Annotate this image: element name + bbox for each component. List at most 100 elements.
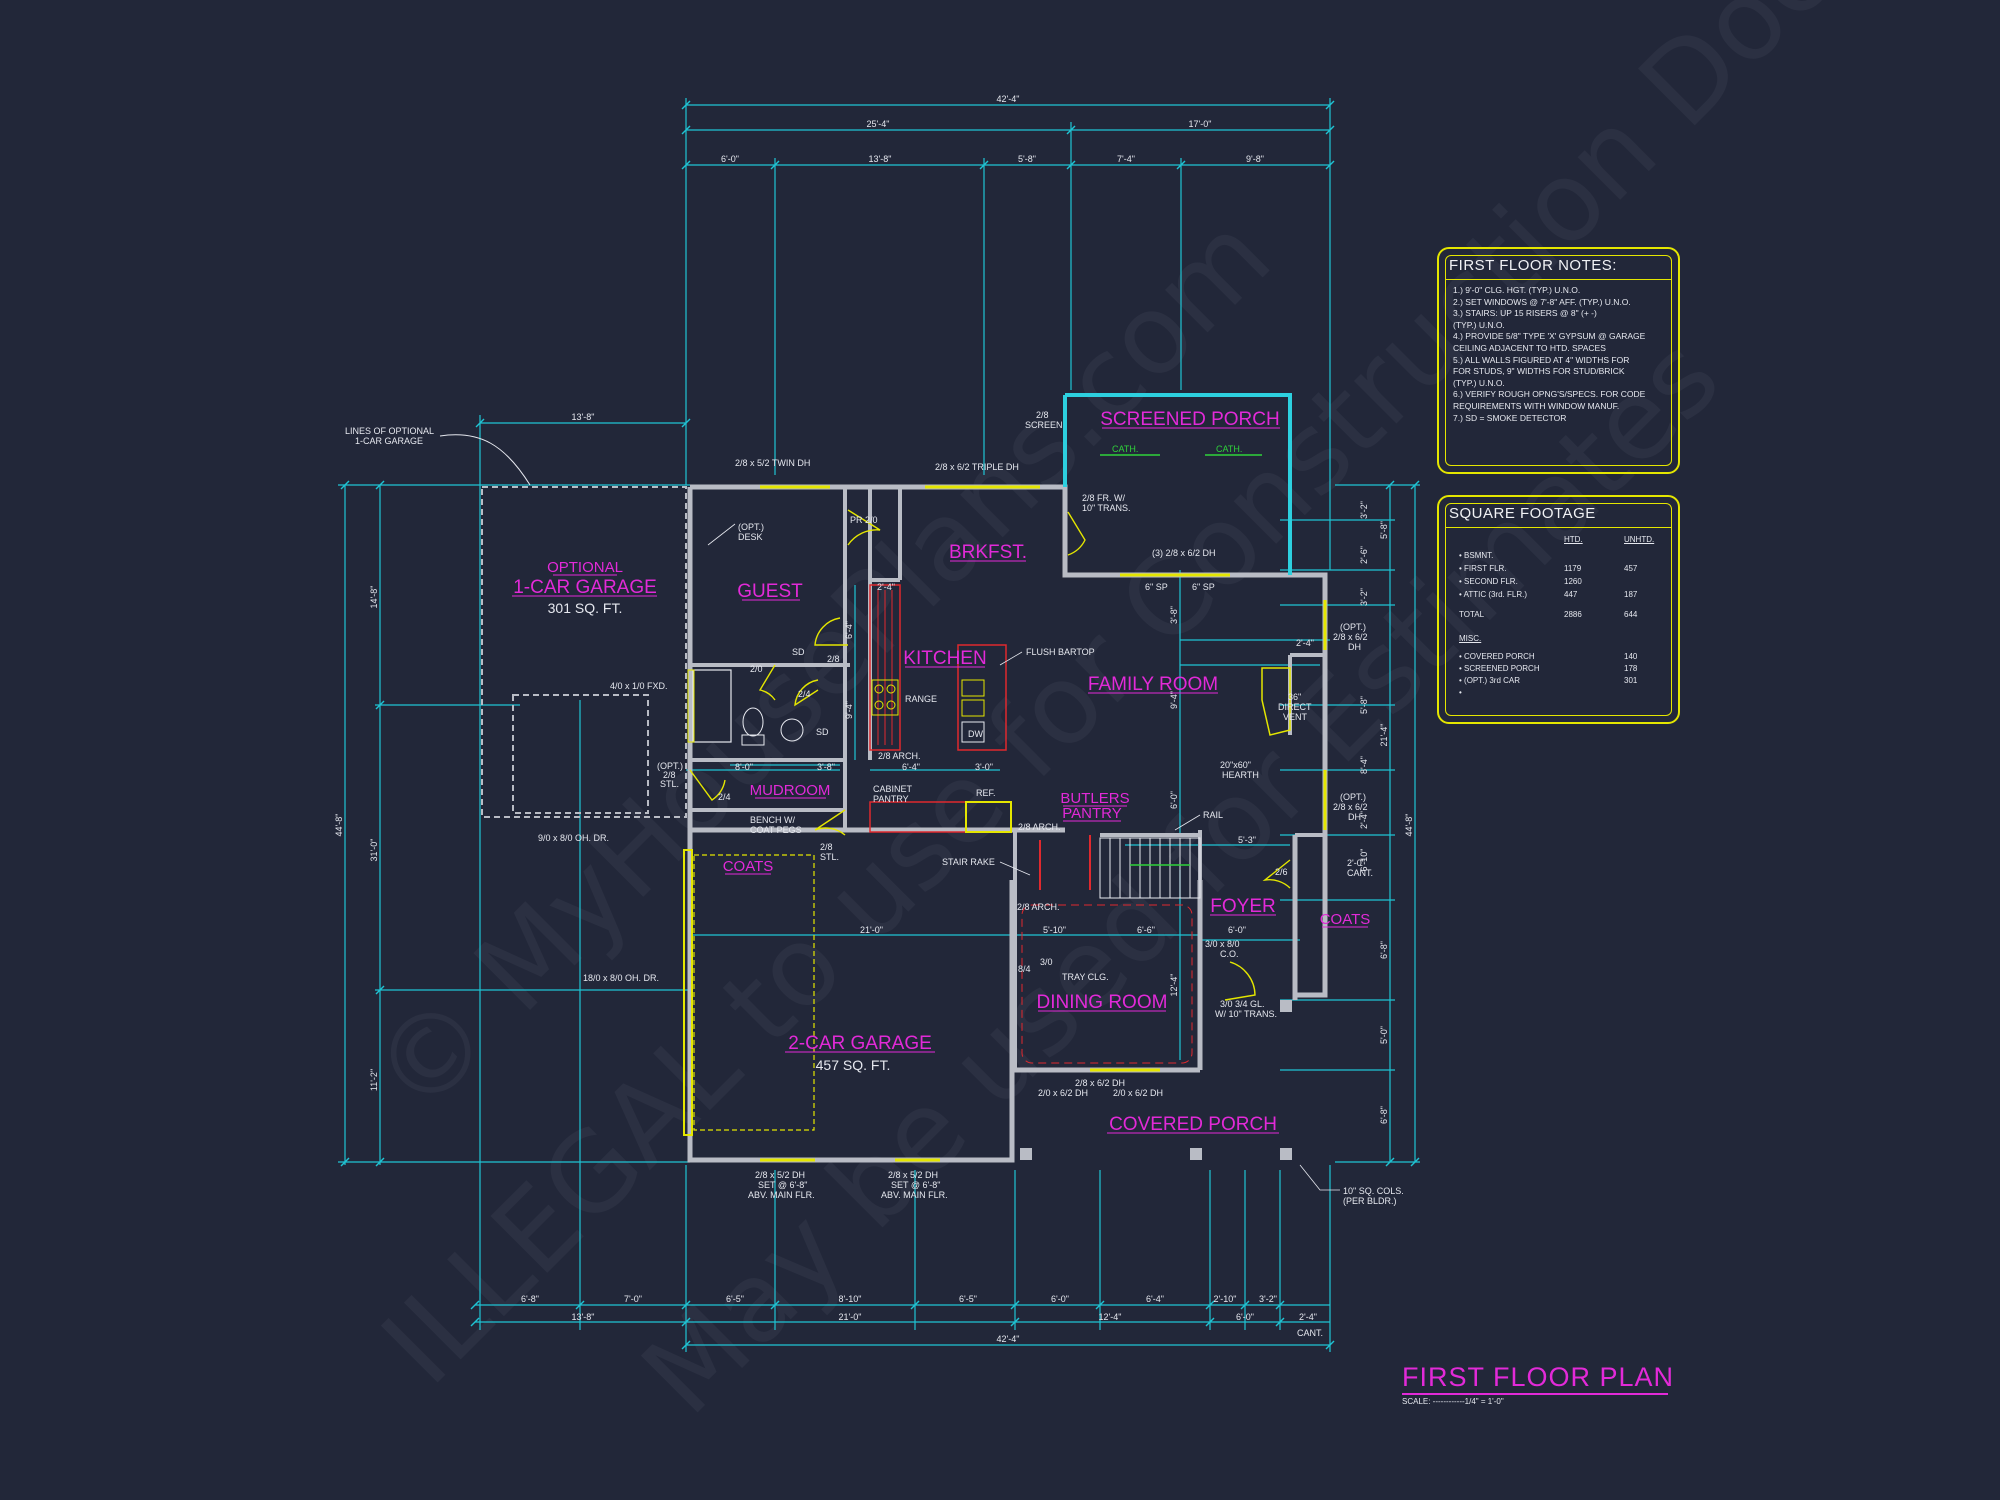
opt-dh-1c: DH — [1348, 642, 1361, 652]
opt-desk-1: (OPT.) — [738, 522, 764, 532]
fixtures — [683, 584, 1292, 1160]
note-line: 2.) SET WINDOWS @ 7'-8" AFF. (TYP.) U.N.… — [1453, 296, 1631, 307]
kitchen-island — [957, 644, 1007, 751]
dining-dim-1: 5'-10" — [1043, 925, 1066, 935]
dim-top-seg-2: 13'-8" — [869, 154, 892, 164]
garage-dim: 21'-0" — [860, 925, 883, 935]
note-line: 1.) 9'-0" CLG. HGT. (TYP.) U.N.O. — [1453, 285, 1581, 295]
note-line: REQUIREMENTS WITH WINDOW MANUF. — [1453, 400, 1620, 411]
room-label-garage: 2-CAR GARAGE — [788, 1033, 932, 1054]
door-stl-2: STL. — [820, 852, 839, 862]
square-footage-box: SQUARE FOOTAGE HTD. UNHTD. • BSMNT.• FIR… — [1437, 495, 1680, 724]
refrigerator-icon — [965, 801, 1012, 833]
dim-bottom-1-6: 6'-0" — [1051, 1294, 1069, 1304]
dim-right-1: 21'-4" — [1379, 724, 1389, 747]
columns-note-1: 10" SQ. COLS. — [1343, 1186, 1404, 1196]
window-three-dh: (3) 2/8 x 6/2 DH — [1152, 548, 1216, 558]
optional-garage-leader — [439, 434, 531, 486]
smoke-detector-1: SD — [792, 647, 805, 657]
foyer-dim: 6'-0" — [1228, 925, 1246, 935]
cath-label-1: CATH. — [1112, 444, 1138, 454]
opt-stl-2: 2/8 — [663, 770, 676, 780]
smoke-detector-2: SD — [816, 727, 829, 737]
square-footage-misc-label: • — [1459, 688, 1462, 697]
porch-column — [1280, 1148, 1292, 1160]
opt-dh-2b: 2/8 x 6/2 — [1333, 802, 1368, 812]
door-2-8-guest: 2/8 — [827, 654, 840, 664]
dim-bottom-1-1: 6'-8" — [521, 1294, 539, 1304]
note-line: (TYP.) U.N.O. — [1453, 319, 1505, 330]
sink-icon — [780, 718, 804, 742]
square-footage-unhtd: 457 — [1624, 564, 1638, 573]
room-label-butlers-2: PANTRY — [1062, 805, 1121, 822]
door-fr-trans-2: 10" TRANS. — [1082, 503, 1131, 513]
garage-window-1c: ABV. MAIN FLR. — [748, 1190, 815, 1200]
square-footage-row: • SECOND FLR.1260 — [1459, 577, 1659, 586]
overhead-door-optional: 9/0 x 8/0 OH. DR. — [538, 833, 609, 843]
porch-column — [1280, 1000, 1292, 1012]
kitchen-dim-3: 3'-0" — [975, 762, 993, 772]
dim-bottom-2-1: 13'-8" — [572, 1312, 595, 1322]
room-label-covered-porch: COVERED PORCH — [1109, 1114, 1277, 1135]
watermark: © MyHousePlans.com ILLEGAL to use for Co… — [348, 0, 2000, 1438]
door-3-0: 3/0 — [1040, 957, 1053, 967]
dim-right-seg-8: 6'-10" — [1359, 849, 1369, 872]
dim-right-seg-6: 8'-4" — [1359, 756, 1369, 774]
area-labels: 301 SQ. FT. 457 SQ. FT. — [548, 600, 891, 1073]
dim-right-seg-11: 6'-8" — [1379, 1106, 1389, 1124]
dim-top-seg-4: 7'-4" — [1117, 154, 1135, 164]
dim-top-seg-1: 6'-0" — [721, 154, 739, 164]
opt-desk-2: DESK — [738, 532, 763, 542]
bathtub-icon — [692, 669, 732, 743]
room-label-screened-porch: SCREENED PORCH — [1100, 409, 1279, 430]
door-2-4-mud: 2/4 — [718, 792, 731, 802]
garage-window-1a: 2/8 x 5/2 DH — [755, 1170, 805, 1180]
dim-family-vert-2: 9'-4" — [1169, 691, 1179, 709]
watermark-line-3: May be used for Estimates — [618, 313, 1744, 1439]
square-footage-label: TOTAL — [1459, 610, 1485, 619]
exterior-walls — [687, 484, 1328, 1163]
dim-right-seg-4: 3'-2" — [1359, 588, 1369, 606]
fireplace-icon — [1261, 667, 1291, 736]
opt-dh-1b: 2/8 x 6/2 — [1333, 632, 1368, 642]
opt-stl-1: (OPT.) — [657, 761, 683, 771]
label-arch-butlers: 2/8 ARCH. — [1018, 822, 1061, 832]
dim-opt-garage-width: 13'-8" — [572, 412, 595, 422]
room-label-family-room: FAMILY ROOM — [1088, 674, 1218, 695]
first-floor-notes-title: FIRST FLOOR NOTES: — [1449, 257, 1617, 274]
dim-top-left: 25'-4" — [867, 119, 890, 129]
plan-scale: SCALE: ------------1/4" = 1'-0" — [1402, 1397, 1504, 1406]
kitchen-dim-1: 2'-4" — [877, 582, 895, 592]
opt-stl-3: STL. — [660, 779, 679, 789]
bench-1: BENCH W/ — [750, 815, 795, 825]
dim-bottom-1-9: 3'-2" — [1259, 1294, 1277, 1304]
room-label-coats-right: COATS — [1320, 911, 1371, 928]
label-range: RANGE — [905, 694, 937, 704]
note-line: 7.) SD = SMOKE DETECTOR — [1453, 412, 1567, 423]
room-label-mudroom: MUDROOM — [750, 782, 831, 799]
sp-label-2: 6" SP — [1192, 582, 1215, 592]
direct-vent-1: 36" — [1288, 692, 1301, 702]
dining-dim-2: 6'-6" — [1137, 925, 1155, 935]
door-co-1: 3/0 x 8/0 — [1205, 939, 1240, 949]
label-flush-bartop: FLUSH BARTOP — [1026, 647, 1095, 657]
opt-dh-2a: (OPT.) — [1340, 792, 1366, 802]
garage-window-2c: ABV. MAIN FLR. — [881, 1190, 948, 1200]
door-2-6: 2/6 — [1275, 867, 1288, 877]
square-footage-label: • BSMNT. — [1459, 551, 1494, 560]
dim-left-3: 11'-2" — [369, 1069, 379, 1091]
label-stair-rake: STAIR RAKE — [942, 857, 995, 867]
cath-label-2: CATH. — [1216, 444, 1242, 454]
square-footage-misc-row: • — [1459, 688, 1659, 697]
windows — [760, 485, 1327, 1162]
door-stl-1: 2/8 — [820, 842, 833, 852]
garage-sqft: 457 SQ. FT. — [816, 1057, 891, 1073]
note-line: 4.) PROVIDE 5/8" TYPE 'X' GYPSUM @ GARAG… — [1453, 331, 1646, 342]
dim-bottom-2-3: 12'-4" — [1099, 1312, 1122, 1322]
dim-dining-vert: 12'-4" — [1169, 974, 1179, 997]
door-swings — [689, 509, 1291, 1001]
dim-family-vert-3: 6'-0" — [1169, 791, 1179, 809]
